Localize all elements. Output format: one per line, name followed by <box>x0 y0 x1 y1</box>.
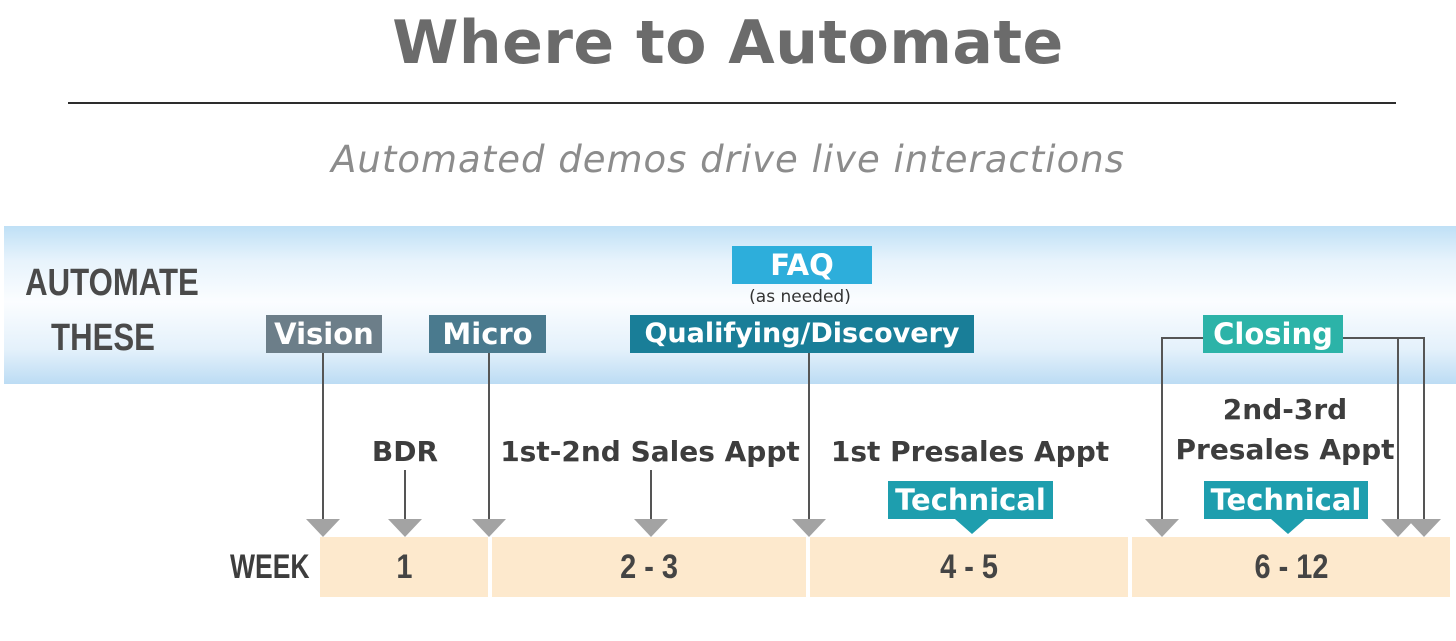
arrowhead-closing-right-1 <box>1381 519 1415 537</box>
slide-title: Where to Automate <box>392 8 1064 78</box>
arrowhead-closing-left <box>1145 519 1179 537</box>
week-cell-3: 4 - 5 <box>810 537 1128 597</box>
vision-box: Vision <box>266 315 382 353</box>
technical-box-2: Technical <box>1204 481 1368 519</box>
stage-presales-appt-2: 2nd-3rd Presales Appt <box>1170 390 1400 470</box>
stage-presales-appt-1: 1st Presales Appt <box>830 435 1110 468</box>
closing-left-connector <box>1161 337 1205 520</box>
closing-right-connector-2 <box>1398 337 1425 520</box>
week-cell-4: 6 - 12 <box>1132 537 1450 597</box>
week-cell-1-text: 1 <box>395 548 413 586</box>
week-cell-2-text: 2 - 3 <box>620 548 678 586</box>
stage-bdr: BDR <box>371 435 439 468</box>
automate-these-label: AUTOMATE THESE <box>25 256 199 366</box>
week-cell-1: 1 <box>320 537 488 597</box>
week-cell-2: 2 - 3 <box>492 537 806 597</box>
title-divider <box>68 102 1396 104</box>
stage-presales-appt-2-line2: Presales Appt <box>1175 433 1395 466</box>
arrowhead-qualifying <box>792 519 826 537</box>
automate-band <box>4 226 1456 384</box>
micro-box: Micro <box>429 315 546 353</box>
arrowhead-closing-right-2 <box>1407 519 1441 537</box>
technical-1-pointer <box>955 519 989 534</box>
arrowhead-micro <box>472 519 506 537</box>
qualifying-discovery-box: Qualifying/Discovery <box>630 315 974 353</box>
arrowhead-sales <box>634 519 668 537</box>
faq-note: (as needed) <box>749 287 851 307</box>
arrowhead-vision <box>306 519 340 537</box>
technical-2-pointer <box>1271 519 1305 534</box>
slide-subtitle: Automated demos drive live interactions <box>331 138 1125 181</box>
automate-label-line1: AUTOMATE <box>25 262 199 304</box>
week-label: WEEK <box>230 548 310 586</box>
week-cell-3-text: 4 - 5 <box>940 548 998 586</box>
faq-box: FAQ <box>732 246 872 284</box>
stage-sales-appt: 1st-2nd Sales Appt <box>500 435 800 468</box>
week-cell-4-text: 6 - 12 <box>1254 548 1328 586</box>
stage-presales-appt-2-line1: 2nd-3rd <box>1222 393 1348 426</box>
closing-box: Closing <box>1203 315 1343 353</box>
technical-box-1: Technical <box>888 481 1053 519</box>
arrowhead-bdr <box>388 519 422 537</box>
automate-label-line2: THESE <box>51 317 155 359</box>
